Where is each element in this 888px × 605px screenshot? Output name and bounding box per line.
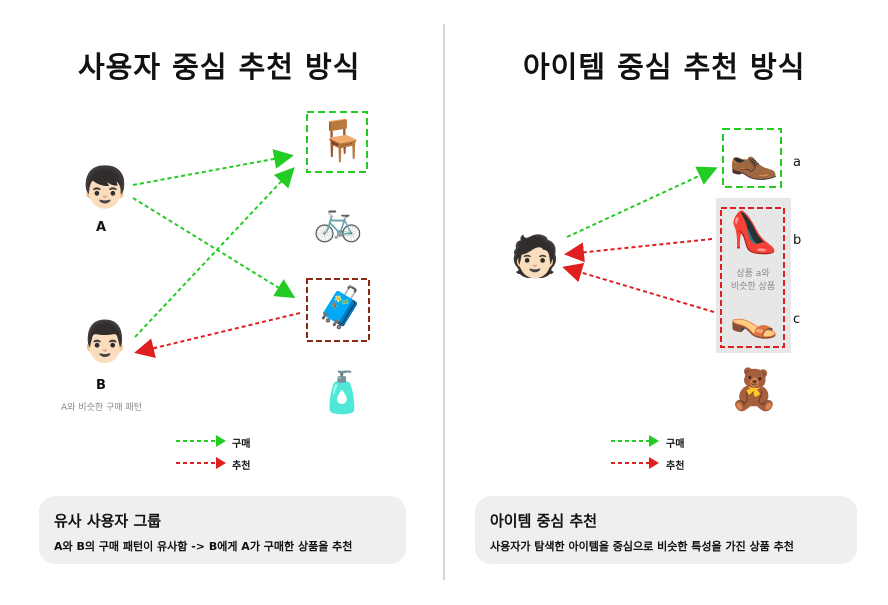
user-to-shoe-purchase-arrow	[566, 166, 718, 238]
similar-items-outline	[720, 207, 785, 348]
a-to-suitcase-purchase-arrow	[132, 197, 296, 299]
suitcase-icon: 🧳	[316, 285, 366, 331]
left-title: 사용자 중심 추천 방식	[78, 50, 361, 84]
left-legend-recommend: 추천	[232, 461, 251, 472]
mustache-man-face-icon: 👨🏻	[80, 319, 130, 365]
left-legend-recommend-head	[216, 457, 226, 469]
user-face-icon: 🧑🏻	[510, 234, 560, 280]
right-summary-desc: 사용자가 탐색한 아이템을 중심으로 비슷한 특성을 가진 상품 추천	[490, 540, 794, 553]
shoe-icon: 👞	[729, 136, 779, 182]
similar-caption-line-1: 상품 a와	[736, 269, 770, 279]
sandal-icon: 👡	[729, 295, 779, 341]
right-legend-purchase: 구매	[666, 439, 685, 450]
left-legend-purchase: 구매	[232, 439, 251, 450]
suitcase-to-b-recommend-arrow	[134, 312, 301, 358]
user-a-label: A	[96, 220, 107, 235]
right-title: 아이템 중심 추천 방식	[523, 50, 806, 84]
section-divider	[443, 24, 445, 580]
left-summary-box	[39, 496, 406, 564]
high-heel-icon: 👠	[729, 210, 779, 256]
right-summary-box	[475, 496, 857, 564]
similar-items-box	[716, 198, 791, 353]
item-c-letter: c	[793, 312, 801, 327]
left-summary-desc: A와 B의 구매 패턴이 유사함 -> B에게 A가 구매한 상품을 추천	[54, 540, 353, 553]
chair-item-box	[306, 111, 368, 173]
heel-to-user-recommend-arrow	[564, 238, 713, 263]
sandal-to-user-recommend-arrow	[562, 262, 715, 313]
user-b-label: B	[96, 378, 106, 393]
item-b-letter: b	[793, 233, 802, 248]
suitcase-item-box	[306, 278, 370, 342]
lotion-bottle-icon: 🧴	[317, 370, 367, 416]
right-summary-title: 아이템 중심 추천	[490, 512, 598, 530]
left-legend-purchase-head	[216, 435, 226, 447]
teddy-bear-icon: 🧸	[729, 367, 779, 413]
right-legend-recommend: 추천	[666, 461, 685, 472]
shoe-item-box	[722, 128, 782, 188]
left-summary-title: 유사 사용자 그룹	[54, 512, 162, 530]
man-face-icon: 👦🏻	[80, 165, 130, 211]
right-legend-recommend-head	[649, 457, 659, 469]
b-to-chair-purchase-arrow	[134, 167, 295, 338]
user-b-caption: A와 비슷한 구매 패턴	[61, 403, 142, 413]
similar-caption-line-2: 비슷한 상품	[730, 282, 776, 292]
a-to-chair-purchase-arrow	[132, 149, 294, 186]
bicycle-icon: 🚲	[313, 198, 363, 244]
chair-icon: 🪑	[317, 118, 367, 164]
right-legend-purchase-head	[649, 435, 659, 447]
item-a-letter: a	[793, 155, 801, 170]
